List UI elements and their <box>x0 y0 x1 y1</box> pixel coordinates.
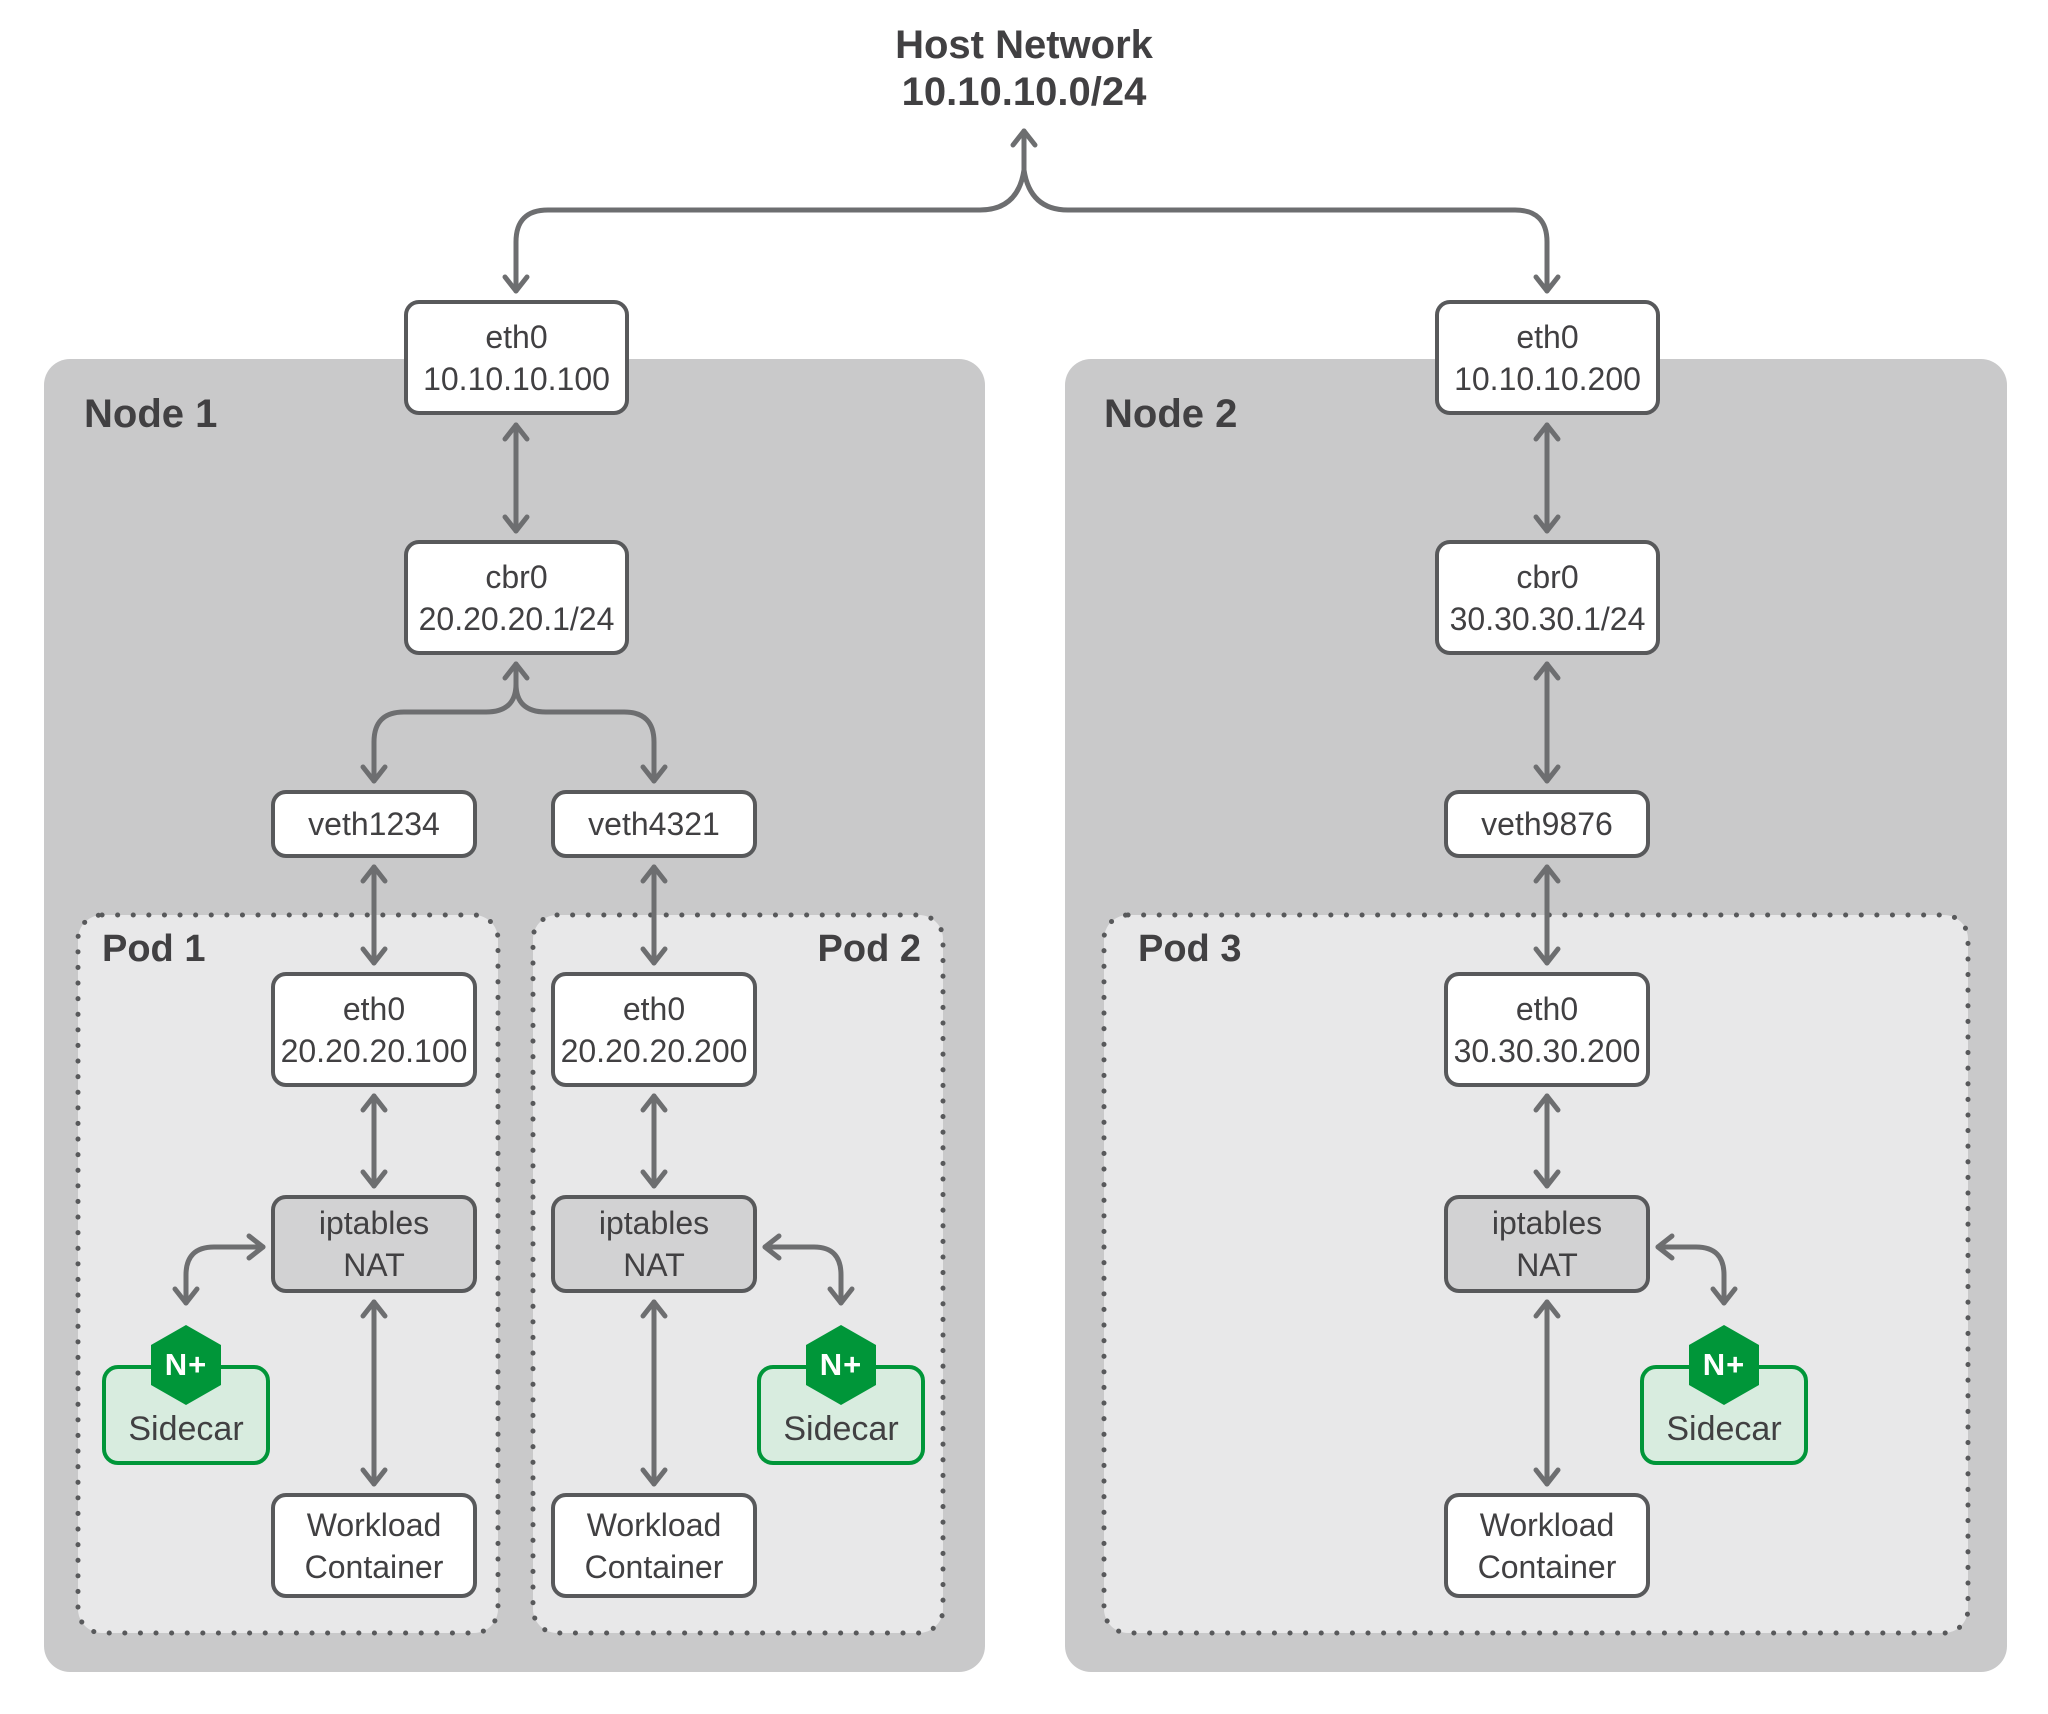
pod1-nginx-plus-logo-text: N+ <box>164 1347 208 1382</box>
veth1234-box: veth1234 <box>271 790 477 858</box>
pod3-nginx-plus-logo-text: N+ <box>1702 1347 1746 1382</box>
veth9876-label: veth9876 <box>1481 806 1613 842</box>
pod3-workload-box: Workload Container <box>1444 1493 1650 1598</box>
host-network-label: Host Network <box>895 23 1153 67</box>
pod1-iptables-line1: iptables <box>318 1205 430 1241</box>
pod1-iptables-line2: NAT <box>343 1247 405 1283</box>
pod2-nginx-plus-icon: N+ <box>806 1325 876 1405</box>
pod1-workload-line1: Workload <box>306 1506 442 1543</box>
arrow-cbr0-veth1234 <box>360 661 530 784</box>
node1-cbr0-ip: 20.20.20.1/24 <box>418 600 615 637</box>
pod2-workload-box: Workload Container <box>551 1493 757 1598</box>
pod1-eth0-name: eth0 <box>342 990 406 1027</box>
pod3-nginx-plus-icon: N+ <box>1689 1325 1759 1405</box>
pod2-eth0-box: eth0 20.20.20.200 <box>551 972 757 1087</box>
node2-cbr0-name: cbr0 <box>1516 558 1579 595</box>
pod3-iptables-box: iptables NAT <box>1444 1195 1650 1293</box>
pod2-workload-line1: Workload <box>586 1506 722 1543</box>
veth4321-label: veth4321 <box>588 806 720 842</box>
arrow-hostnetwork-node2-eth0 <box>1021 167 1561 294</box>
node1-cbr0-name: cbr0 <box>485 558 548 595</box>
pod1-nginx-plus-icon: N+ <box>151 1325 221 1405</box>
node1-eth0-ip: 10.10.10.100 <box>423 360 610 397</box>
arrow-pod2-iptables-sidecar <box>762 1233 855 1306</box>
pod2-iptables-box: iptables NAT <box>551 1195 757 1293</box>
pod2-iptables-line2: NAT <box>623 1247 685 1283</box>
pod2-eth0-name: eth0 <box>622 990 686 1027</box>
pod2-eth0-ip: 20.20.20.200 <box>560 1032 748 1069</box>
pod3-workload-line2: Container <box>1477 1548 1617 1585</box>
pod3-workload-line1: Workload <box>1479 1506 1615 1543</box>
pod2-nginx-plus-logo-text: N+ <box>819 1347 863 1382</box>
pod1-label: Pod 1 <box>102 928 206 970</box>
node1-cbr0-box: cbr0 20.20.20.1/24 <box>404 540 629 655</box>
pod3-label: Pod 3 <box>1138 928 1242 970</box>
pod1-sidecar-label: Sidecar <box>128 1410 244 1448</box>
node1-label: Node 1 <box>84 392 218 436</box>
pod2-sidecar-label: Sidecar <box>783 1410 899 1448</box>
pod3-eth0-name: eth0 <box>1515 990 1579 1027</box>
pod1-iptables-box: iptables NAT <box>271 1195 477 1293</box>
pod2-label: Pod 2 <box>817 928 921 970</box>
pod1-workload-line2: Container <box>304 1548 444 1585</box>
pod1-eth0-box: eth0 20.20.20.100 <box>271 972 477 1087</box>
pod2-workload-line2: Container <box>584 1548 724 1585</box>
arrow-hostnetwork-node1-eth0 <box>502 128 1038 294</box>
pod3-iptables-line1: iptables <box>1491 1205 1603 1241</box>
veth9876-box: veth9876 <box>1444 790 1650 858</box>
pod3-eth0-box: eth0 30.30.30.200 <box>1444 972 1650 1087</box>
node1-eth0-box: eth0 10.10.10.100 <box>404 300 629 415</box>
arrow-pod3-iptables-sidecar <box>1655 1233 1738 1306</box>
node2-label: Node 2 <box>1104 392 1238 436</box>
node2-eth0-box: eth0 10.10.10.200 <box>1435 300 1660 415</box>
arrow-pod1-iptables-sidecar <box>172 1233 266 1306</box>
node2-cbr0-ip: 30.30.30.1/24 <box>1449 600 1646 637</box>
node1-eth0-name: eth0 <box>485 318 548 355</box>
arrow-cbr0-veth4321 <box>513 681 668 784</box>
pod3-eth0-ip: 30.30.30.200 <box>1453 1032 1641 1069</box>
pod1-workload-box: Workload Container <box>271 1493 477 1598</box>
veth4321-box: veth4321 <box>551 790 757 858</box>
node2-eth0-ip: 10.10.10.200 <box>1454 360 1641 397</box>
pod1-eth0-ip: 20.20.20.100 <box>280 1032 468 1069</box>
pod3-sidecar-label: Sidecar <box>1666 1410 1782 1448</box>
node2-eth0-name: eth0 <box>1516 318 1579 355</box>
host-network-title: Host Network 10.10.10.0/24 <box>774 22 1274 116</box>
node2-cbr0-box: cbr0 30.30.30.1/24 <box>1435 540 1660 655</box>
pod3-iptables-line2: NAT <box>1516 1247 1578 1283</box>
veth1234-label: veth1234 <box>308 806 440 842</box>
host-network-cidr: 10.10.10.0/24 <box>901 70 1147 114</box>
pod2-iptables-line1: iptables <box>598 1205 710 1241</box>
